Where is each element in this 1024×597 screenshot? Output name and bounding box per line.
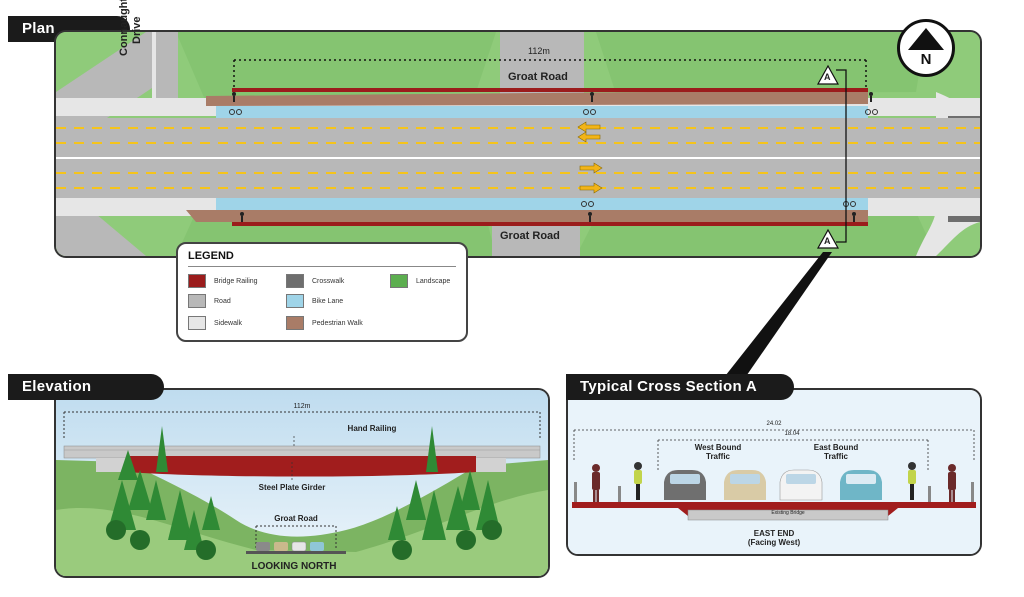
plan-drawing — [56, 32, 980, 256]
legend-item-crosswalk: Crosswalk — [286, 274, 344, 288]
plan-panel: 112m Groat Road Groat Road A A — [54, 30, 982, 258]
east-bound-line-2: Traffic — [823, 452, 849, 461]
cross-section-drawing — [568, 390, 980, 554]
street-label-line-1: Connaught — [118, 0, 130, 56]
looking-north-label: LOOKING NORTH — [251, 561, 337, 572]
legend-swatch — [286, 294, 304, 308]
legend-item-pedestrian-walk: Pedestrian Walk — [286, 316, 363, 330]
legend-label: Bike Lane — [312, 297, 344, 305]
legend-label: Bridge Railing — [214, 277, 258, 285]
cross-section-panel: 24.02 18.04 West Bound Traffic East Boun… — [566, 388, 982, 556]
cross-section-tag: Typical Cross Section A — [566, 374, 794, 400]
east-end-line-1: EAST END — [753, 529, 795, 538]
legend-item-landscape: Landscape — [390, 274, 450, 288]
legend-item-bridge-railing: Bridge Railing — [188, 274, 258, 288]
dimension-inner-label: 18.04 — [784, 431, 800, 437]
car-4 — [840, 470, 882, 500]
hand-railing-label: Hand Railing — [347, 424, 397, 433]
legend-label: Road — [214, 297, 231, 305]
street-label-line-2: Drive — [131, 16, 143, 44]
section-marker-bottom-label: A — [824, 236, 831, 246]
section-marker-top-label: A — [824, 72, 831, 82]
east-end-label: EAST END (Facing West) — [748, 529, 800, 547]
north-arrow-icon — [908, 28, 944, 50]
elevation-drawing — [56, 390, 548, 576]
elevation-tag: Elevation — [8, 374, 164, 400]
legend-swatch — [286, 274, 304, 288]
legend-item-sidewalk: Sidewalk — [188, 316, 242, 330]
plan-length-label: 112m — [528, 46, 550, 56]
east-end-line-2: (Facing West) — [747, 538, 801, 547]
dimension-outer-label: 24.02 — [766, 421, 782, 427]
street-label: Connaught Drive — [118, 0, 150, 56]
legend-swatch — [390, 274, 408, 288]
elevation-groat-road-label: Groat Road — [274, 514, 318, 523]
legend-item-road: Road — [188, 294, 231, 308]
west-bound-label: West Bound Traffic — [695, 443, 742, 461]
east-bound-line-1: East Bound — [813, 443, 859, 452]
west-bound-line-2: Traffic — [705, 452, 731, 461]
steel-plate-girder-label: Steel Plate Girder — [258, 483, 326, 492]
car-1 — [664, 470, 706, 500]
legend-label: Pedestrian Walk — [312, 319, 363, 327]
legend-swatch — [188, 274, 206, 288]
east-bound-label: East Bound Traffic — [814, 443, 858, 461]
legend-label: Landscape — [416, 277, 451, 285]
west-bound-line-1: West Bound — [694, 443, 742, 452]
car-2 — [724, 470, 766, 500]
elevation-length-label: 112m — [293, 403, 311, 410]
legend-divider — [188, 266, 456, 267]
legend-item-bike-lane: Bike Lane — [286, 294, 343, 308]
legend-swatch — [188, 294, 206, 308]
north-arrow: N — [897, 19, 955, 77]
legend-label: Crosswalk — [312, 277, 345, 285]
section-marker-top — [816, 64, 840, 85]
legend: LEGEND Bridge Railing Road Sidewalk Cros… — [176, 242, 468, 342]
groat-road-bottom-label: Groat Road — [500, 230, 560, 242]
section-marker-bottom — [816, 228, 840, 249]
legend-swatch — [286, 316, 304, 330]
legend-label: Sidewalk — [214, 319, 243, 327]
legend-title: LEGEND — [188, 250, 234, 262]
north-label: N — [920, 51, 932, 68]
groat-road-top-label: Groat Road — [508, 71, 568, 83]
car-3 — [779, 469, 823, 501]
elevation-panel: 112m Hand Railing Steel Plate Girder Gro… — [54, 388, 550, 578]
existing-bridge-label: Existing Bridge — [771, 510, 805, 516]
legend-swatch — [188, 316, 206, 330]
